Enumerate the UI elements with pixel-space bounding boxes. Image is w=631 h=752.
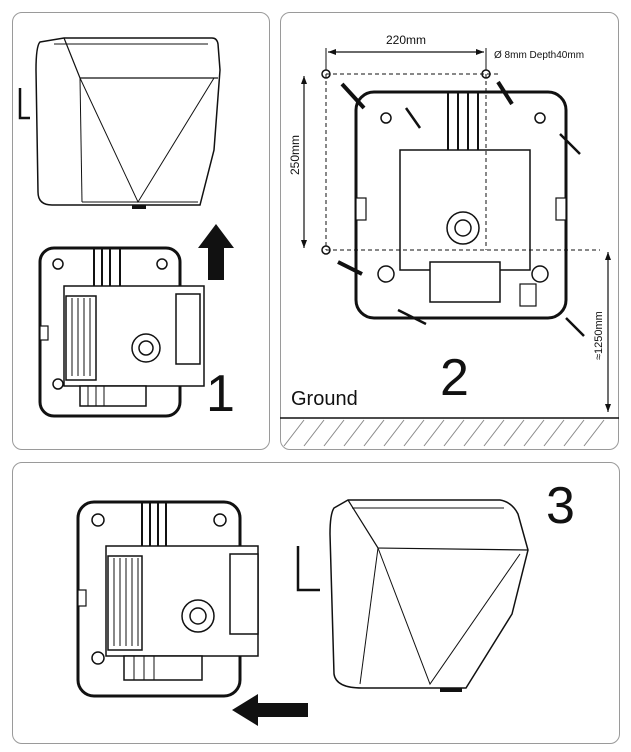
dryer-cover-side	[296, 499, 529, 692]
screw-icon	[337, 80, 585, 337]
ground-label: Ground	[291, 388, 358, 410]
left-arrow-icon	[232, 694, 308, 726]
dryer-base-plate-3	[76, 500, 259, 698]
horizontal-spacing-label: 220mm	[386, 33, 427, 47]
up-arrow-icon	[198, 224, 234, 280]
dryer-base-plate-1	[38, 246, 205, 418]
step-2-number: 2	[440, 349, 469, 407]
mount-height-label: ≈1250mm	[593, 311, 605, 360]
mounting-diagram	[280, 48, 619, 447]
hex-key-icon	[296, 546, 320, 592]
vertical-spacing-label: 250mm	[288, 134, 302, 175]
step-3-number: 3	[546, 477, 575, 535]
dryer-cover-front	[18, 37, 221, 209]
step-1-number: 1	[206, 365, 235, 423]
hole-spec-label: Ø 8mm Depth40mm	[494, 50, 585, 61]
